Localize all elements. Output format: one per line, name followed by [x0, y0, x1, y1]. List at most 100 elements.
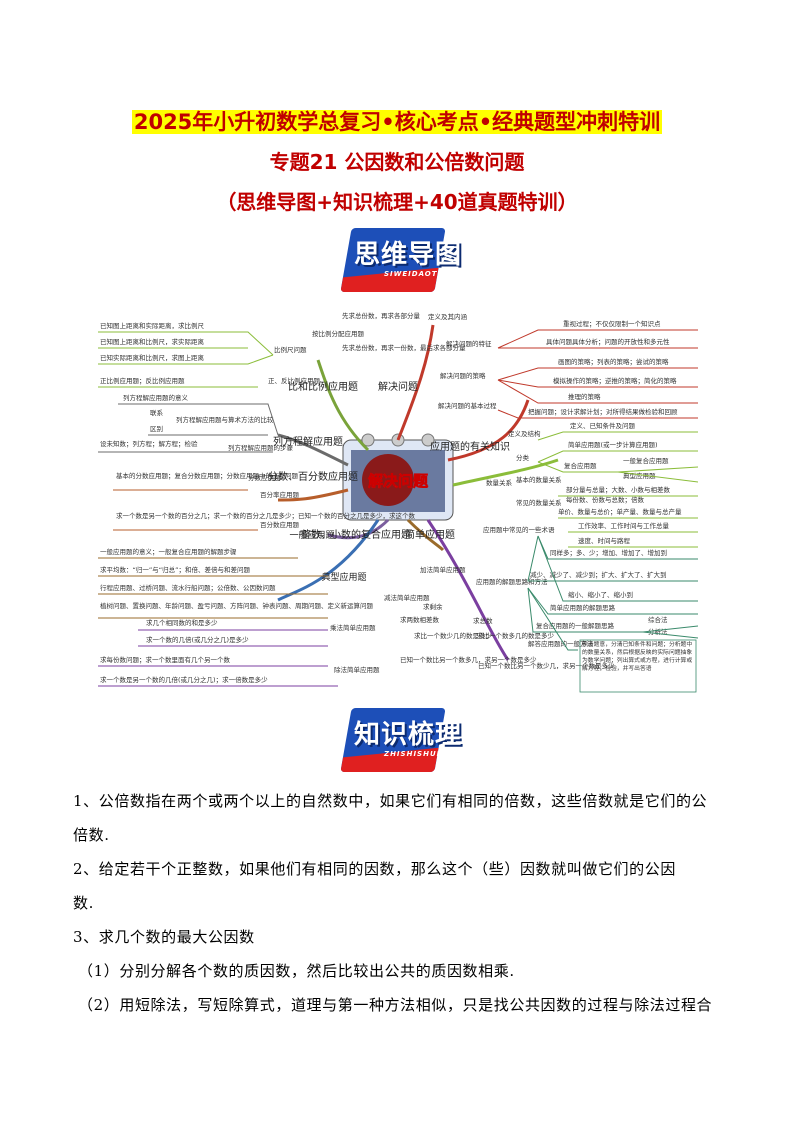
mindmap-node: 先求总份数，再求各部分量 — [342, 311, 421, 320]
mindmap-node: 百分数应用题 — [260, 520, 300, 529]
mindmap-leaf: 减少、减少了、减少到；扩大、扩大了、扩大到 — [530, 570, 667, 579]
mindmap-node: 分数应用题 — [248, 473, 281, 482]
mindmap-leaf: 求比一个数少几的数是多少 — [414, 631, 493, 640]
mindmap-leaf: 把握问题；设计求解计划；对所得结果做检验和回顾 — [528, 407, 678, 416]
mindmap-node: 列方程解应用题的步骤 — [228, 443, 294, 452]
paragraph-3: 3、求几个数的最大公因数 — [73, 928, 255, 946]
mindmap-leaf: 模拟操作的策略；逆推的策略；简化的策略 — [553, 376, 677, 385]
mindmap-leaf: 求剩余 — [423, 602, 443, 611]
knowledge-badge-pinyin: ZHISHISHULI — [384, 750, 446, 758]
mindmap-leaf: 简单应用题的解题思路 — [550, 603, 616, 612]
mindmap-leaf: 单价、数量与总价；单产量、数量与总产量 — [558, 507, 682, 516]
mindmap-leaf: 工作效率、工作时间与工作总量 — [578, 521, 670, 530]
mindmap-leaf: 求总数 — [473, 616, 493, 625]
topic-title: 专题21 公因数和公倍数问题 — [269, 150, 525, 174]
mindmap-leaf: 求比一个数多几的数是多少 — [476, 631, 555, 640]
mindmap-method-note: 弄清题意，分清已知条件和问题；分析题中的数量关系，然后根据反映的实际问题抽象为数… — [582, 642, 693, 672]
knowledge-badge-label: 知识梳理 — [354, 720, 463, 750]
mindmap-leaf: 简单应用题(或一步计算应用题) — [568, 440, 658, 449]
mindmap-branch: 一般应用题 — [289, 529, 334, 541]
paragraph-1-line-2: 倍数. — [73, 826, 110, 844]
mindmap-leaf: 复合应用题 — [564, 461, 597, 470]
mindmap-node: 百分率应用题 — [260, 490, 300, 499]
mindmap-leaf: 行程应用题、过桥问题、流水行船问题；公倍数、公因数问题 — [100, 583, 276, 592]
mindmap-branch: 整数、小数的复合应用题 — [301, 528, 411, 541]
mindmap-node: 定义及结构 — [508, 429, 541, 438]
mindmap-leaf: 求平均数：“归一”与“归总”；和倍、差倍与和差问题 — [100, 565, 250, 574]
mindmap-node: 除法简单应用题 — [334, 665, 380, 674]
mindmap-node: 比例尺问题 — [274, 345, 307, 354]
mindmap-branch: 分数、百分数应用题 — [268, 470, 358, 483]
paragraph-2-line-1: 2、给定若干个正整数，如果他们有相同的因数，那么这个（些）因数就叫做它们的公因 — [73, 860, 676, 878]
mindmap-node: 分类 — [516, 453, 530, 462]
mindmap-leaf: 一般复合应用题 — [623, 456, 669, 465]
mindmap-leaf: 植树问题、置换问题、年龄问题、盈亏问题、方阵问题、钟表问题、周期问题、定义新运算… — [100, 601, 374, 610]
mindmap-node: 应用题的解题思路和方法 — [476, 577, 548, 586]
document-title: 2025年小升初数学总复习•核心考点•经典题型冲刺特训 — [131, 110, 663, 134]
topic-subtitle: （思维导图+知识梳理+40道真题特训） — [216, 190, 578, 214]
mindmap-leaf: 求两数相差数 — [400, 615, 440, 624]
mindmap-node: 定义及其内涵 — [428, 312, 467, 321]
mindmap-node: 解答应用题的一般方法 — [528, 639, 594, 648]
mindmap-leaf: 已知一个数比另一个数少几，求另一个数是多少 — [478, 661, 615, 670]
mindmap-node: 解决问题的特征 — [446, 339, 492, 348]
mindmap-center: 解决问题 — [368, 472, 429, 490]
mindmap-branch: 简单应用题 — [405, 528, 455, 541]
mindmap-branch: 应用题的有关知识 — [430, 440, 510, 453]
mindmap-leaf: 求一个数的几倍(或几分之几)是多少 — [146, 635, 249, 644]
mindmap-node: 先求总份数，再求一份数，最后求各部分量 — [342, 343, 466, 352]
knowledge-badge: 知识梳理 ZHISHISHULI — [340, 708, 461, 778]
mindmap-node: 乘法简单应用题 — [330, 623, 376, 632]
mindmap-leaf: 缩小、缩小了、缩小到 — [568, 590, 633, 599]
mindmap-node: 基本的数量关系 — [516, 475, 562, 484]
mindmap-leaf: 速度、时间与路程 — [578, 536, 631, 545]
mindmap-branch: 比和比例应用题 — [288, 380, 358, 393]
mind-map: 解决问题 比和比例应用题 解决问题 列方程解应用题 应用题的有关知识 分数、百分… — [98, 311, 698, 693]
mindmap-leaf: 求每份数问题；求一个数里面有几个另一个数 — [100, 655, 231, 664]
mindmap-node: 按比例分配应用题 — [312, 329, 365, 338]
mindmap-leaf: 具体问题具体分析；问题的开放性和多元性 — [546, 337, 670, 346]
mindmap-leaf: 一般应用题的意义；一般复合应用题的解题步骤 — [100, 547, 237, 556]
mindmap-node: 设未知数；列方程；解方程；检验 — [100, 439, 198, 448]
mindmap-node: 正、反比例应用题 — [268, 376, 321, 385]
mindmap-node: 数量关系 — [486, 478, 513, 487]
mindmap-node: 解决问题的基本过程 — [438, 401, 497, 410]
mindmap-leaf: 求几个相同数的和是多少 — [146, 618, 218, 627]
mindmap-leaf: 复合应用题的一般解题思路 — [536, 621, 615, 630]
mindmap-node: 常见的数量关系 — [516, 498, 562, 507]
mindmap-leaf: 部分量与总量；大数、小数与相差数 — [566, 485, 671, 494]
mindmap-leaf: 分析法 — [648, 627, 668, 636]
mindmap-branch: 列方程解应用题 — [273, 435, 343, 448]
mindmap-leaf: 正比例应用题；反比例应用题 — [100, 376, 185, 385]
mindmap-leaf: 求一个数是另一个数的几倍(或几分之几)；求一倍数是多少 — [100, 675, 268, 684]
mindmap-node: 列方程解应用题的意义 — [123, 393, 189, 402]
mindmap-badge: 思维导图 SIWEIDAOTU — [340, 228, 461, 298]
mindmap-leaf: 已知图上距离和实际距离，求比例尺 — [100, 321, 205, 330]
mindmap-leaf: 典型应用题 — [623, 471, 656, 480]
mindmap-leaf: 已知图上距离和比例尺，求实际距离 — [100, 337, 205, 346]
mindmap-leaf: 每份数、份数与总数；倍数 — [566, 495, 645, 504]
mindmap-leaf: 定义、已知条件及问题 — [570, 421, 636, 430]
mindmap-leaf: 已知实际距离和比例尺，求图上距离 — [100, 353, 205, 362]
paragraph-5: （2）用短除法，写短除算式，道理与第一种方法相似，只是找公共因数的过程与除法过程… — [78, 996, 713, 1014]
paragraph-2-line-2: 数. — [73, 894, 94, 912]
mindmap-leaf: 综合法 — [648, 615, 668, 624]
mindmap-node: 应用题中常见的一些术语 — [483, 525, 555, 534]
mindmap-node: 解决问题的策略 — [440, 371, 486, 380]
mindmap-badge-pinyin: SIWEIDAOTU — [384, 270, 445, 278]
mindmap-node: 减法简单应用题 — [384, 593, 430, 602]
mindmap-leaf: 重视过程；不仅仅限制一个知识点 — [563, 319, 661, 328]
mindmap-leaf: 推理的策略 — [568, 392, 601, 401]
paragraph-4: （1）分别分解各个数的质因数，然后比较出公共的质因数相乘. — [78, 962, 515, 980]
mindmap-leaf: 基本的分数应用题；复合分数应用题；分数应用题中的工程问题 — [116, 471, 299, 480]
paragraph-1-line-1: 1、公倍数指在两个或两个以上的自然数中，如果它们有相同的倍数，这些倍数就是它们的… — [73, 792, 708, 810]
mindmap-node: 区别 — [150, 424, 163, 433]
mindmap-node: 联系 — [150, 408, 164, 417]
mindmap-leaf: 画图的策略；列表的策略；尝试的策略 — [558, 357, 669, 366]
mindmap-branch: 解决问题 — [378, 380, 418, 393]
mindmap-leaf: 求一个数是另一个数的百分之几；求一个数的百分之几是多少；已知一个数的百分之几是多… — [116, 511, 416, 520]
mindmap-badge-label: 思维导图 — [354, 240, 463, 270]
mindmap-node: 列方程解应用题与算术方法的比较 — [176, 415, 274, 424]
mindmap-leaf: 已知一个数比另一个数多几，求另一个数是多少 — [400, 655, 537, 664]
mindmap-branch: 典型应用题 — [321, 571, 366, 583]
